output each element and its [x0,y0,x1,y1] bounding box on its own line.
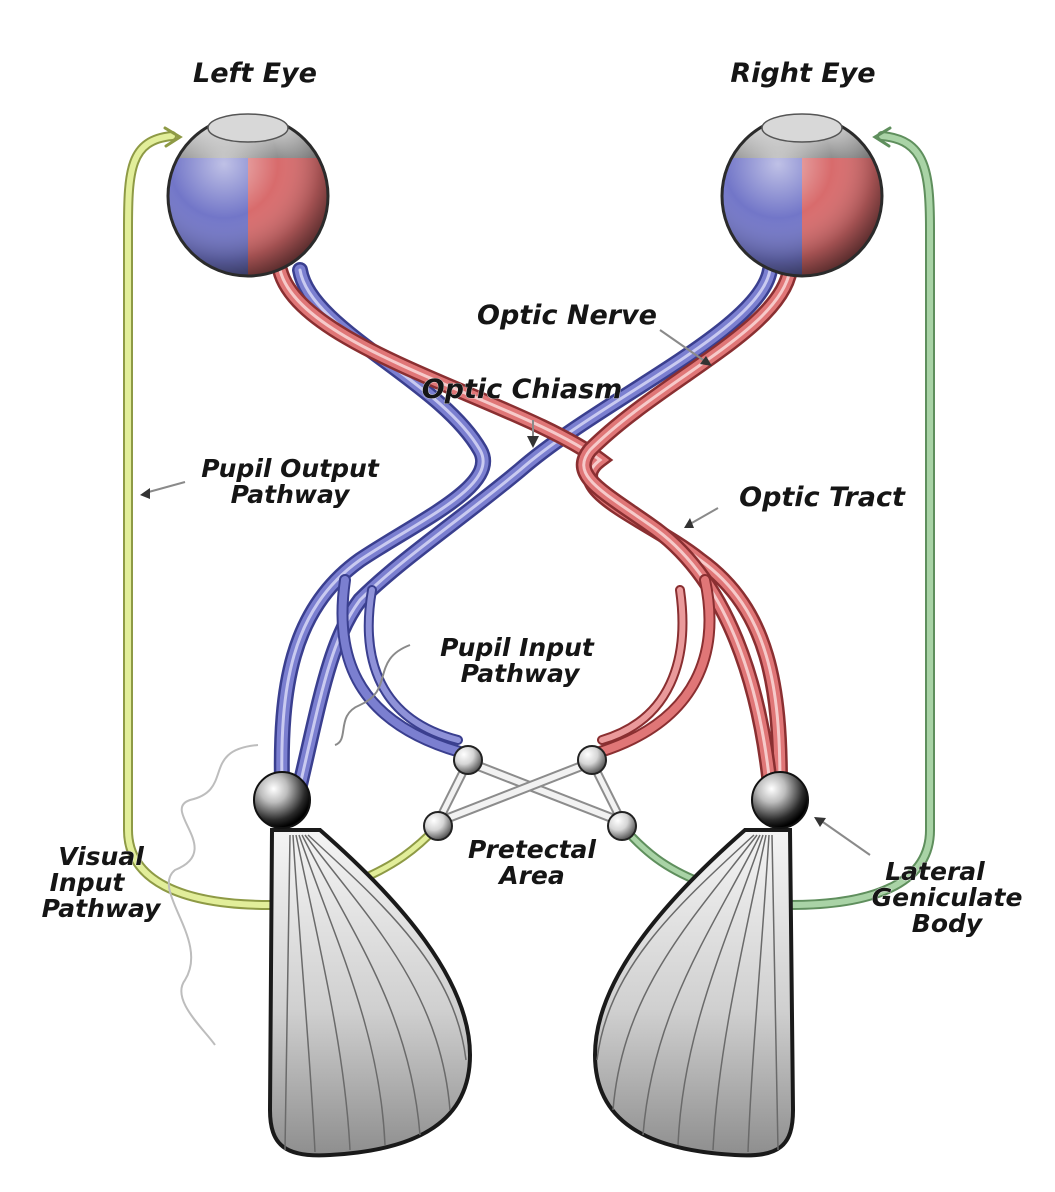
visual-input-pathway-label-line1: Visual [58,842,144,871]
lateral-geniculate-body-label-line1: Lateral [885,857,985,886]
red-fibers [272,262,798,793]
right-eye [720,113,884,278]
pretectal-area-label-line1: Pretectal [468,835,596,864]
pointer-arrowheads [140,356,826,827]
left-eye [166,113,330,278]
lateral-geniculate-body-right [751,771,809,829]
left-eye-label: Left Eye [193,58,317,89]
lateral-geniculate-body-label-line3: Body [912,909,984,938]
pupil-input-pathway-label-line2: Pathway [461,659,582,688]
visual-cortex-right [592,828,796,1158]
pupil-output-pathway-label-line2: Pathway [231,480,352,509]
visual-input-pathway-label-line3: Pathway [42,894,163,923]
optic-tract-label: Optic Tract [739,482,906,513]
pretectal-nucleus-lower-right [607,811,637,841]
visual-input-pathway-label-line2: Input [50,868,126,897]
lateral-geniculate-body-label-line2: Geniculate [872,883,1023,912]
visual-cortex-left [267,828,473,1158]
pretectal-nucleus-upper-left [453,745,483,775]
optic-chiasm-label: Optic Chiasm [422,374,623,405]
optic-nerve-label: Optic Nerve [477,300,657,331]
pupil-output-pathway-label-line1: Pupil Output [201,454,380,483]
pretectal-nucleus-upper-right [577,745,607,775]
pupil-input-pathway-label-line1: Pupil Input [440,633,595,662]
right-eye-label: Right Eye [730,58,875,89]
leader-lines [144,329,871,1046]
pretectal-area-label-line2: Area [497,861,565,890]
lateral-geniculate-body-left [253,771,311,829]
pretectal-nucleus-lower-left [423,811,453,841]
